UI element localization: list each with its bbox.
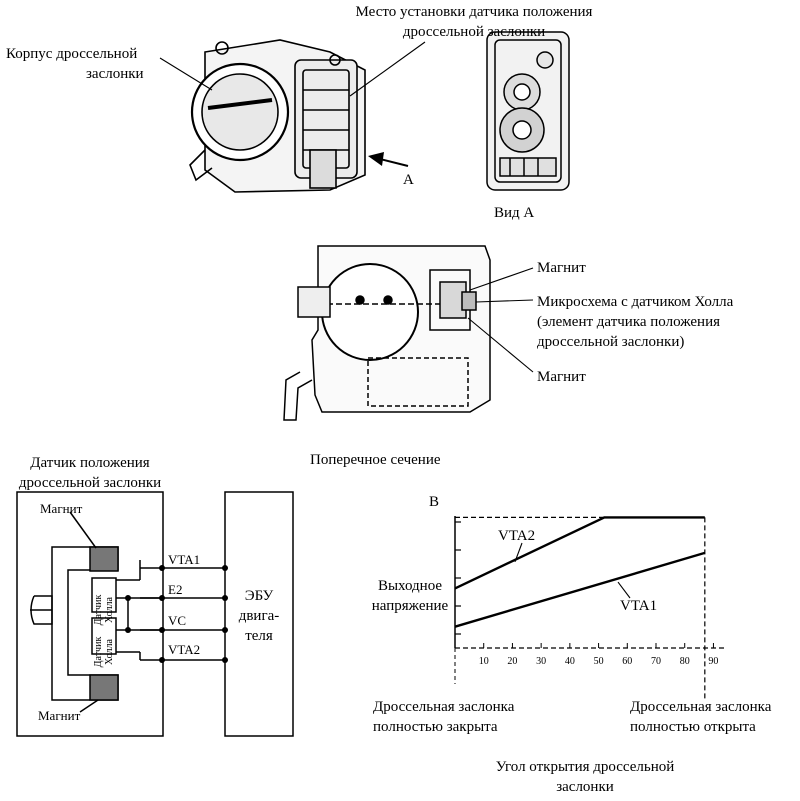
chart-x-tick-label: 60 (622, 656, 632, 667)
view-arrow-a (368, 152, 409, 167)
chart-x-tick-label: 10 (479, 656, 489, 667)
hall-chip-label: Микросхема с датчиком Холла (элемент дат… (537, 294, 734, 350)
series-leader-vta1 (617, 581, 631, 599)
ecu-label: ЭБУ двига- теля (238, 588, 280, 644)
chart-x-label: Угол открытия дроссельной заслонки (495, 759, 675, 795)
ecu-box (224, 491, 294, 737)
section-magnet-bottom-label: Магнит (537, 369, 586, 385)
magnet-block-bottom (89, 674, 119, 701)
hall-sensor-label-top: ДатчикХолла (93, 595, 115, 626)
series-label-vta1: VTA1 (620, 598, 657, 614)
chart-x-tick-label: 80 (680, 656, 690, 667)
arrow-a-label: A (403, 172, 414, 188)
chart-x-tick-label: 50 (594, 656, 604, 667)
circuit-title: Датчик положения дроссельной заслонки (18, 455, 162, 491)
circuit-wires (140, 567, 225, 661)
circuit-diagram (16, 491, 294, 737)
leader-lines-section (467, 267, 534, 373)
throttle-closed-note: Дроссельная заслонка полностью закрыта (373, 699, 515, 735)
chart-x-tick-label: 20 (507, 656, 517, 667)
hall-sensor-label-bottom: ДатчикХолла (93, 637, 115, 668)
circuit-magnet-top-label: Магнит (40, 501, 83, 516)
view-a-drawing (486, 31, 570, 191)
chart-x-tick-label: 30 (536, 656, 546, 667)
cross-section-caption: Поперечное сечение (310, 452, 441, 468)
circuit-nodes (125, 565, 228, 663)
view-a-label: Вид A (494, 205, 535, 221)
pin-vta2: VTA2 (168, 642, 201, 657)
section-magnet-top-label: Магнит (537, 260, 586, 276)
series-label-vta2: VTA2 (498, 528, 535, 544)
pin-e2: E2 (168, 582, 183, 597)
pin-vta1: VTA1 (168, 552, 201, 567)
throttle-body-label: Корпус дроссельной заслонки (6, 46, 144, 82)
magnet-block-top (89, 546, 119, 572)
chart-x-tick-label: 40 (565, 656, 575, 667)
series-line-vta1 (454, 551, 706, 628)
chart-y-label: Выходное напряжение (371, 578, 449, 614)
series-leader-vta2 (514, 542, 523, 562)
circuit-magnet-bottom-label: Магнит (38, 708, 81, 723)
sensor-mount-label: Место установки датчика положения дроссе… (355, 4, 593, 40)
leader-lines-top (159, 41, 426, 97)
chart-x-tick-label: 90 (708, 656, 718, 667)
chart-x-tick-label: 70 (651, 656, 661, 667)
cross-section-drawing (283, 245, 491, 421)
series-line-vta2 (454, 516, 705, 590)
throttle-open-note: Дроссельная заслонка полностью открыта (630, 699, 772, 735)
throttle-body-drawing (189, 39, 366, 193)
chart-panel-label: B (429, 494, 440, 510)
pin-vc: VC (168, 613, 187, 628)
sensor-box (16, 491, 164, 737)
